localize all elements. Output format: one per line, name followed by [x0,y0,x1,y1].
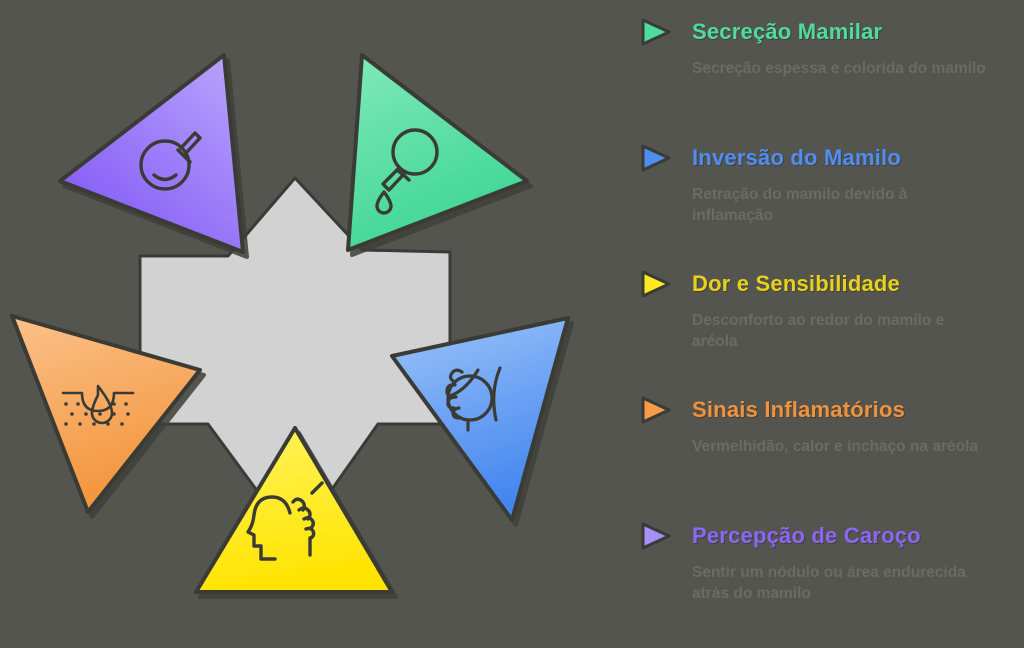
petal-sinais-inflamatorios[interactable] [10,314,202,514]
legend-title: Sinais Inflamatórios [692,397,906,422]
petal-secrecao-mamilar[interactable] [346,53,529,252]
breast-self-exam-hand-icon [445,366,502,432]
legend-title: Dor e Sensibilidade [692,271,900,296]
legend-head: Secreção Mamilar [640,12,1018,52]
play-triangle-icon [640,17,672,47]
play-triangle-icon [640,395,672,425]
petal-inversao-do-mamilo[interactable] [390,316,570,522]
legend-head: Dor e Sensibilidade [640,264,1018,304]
lump-nodule-icon [139,131,202,191]
petal-triangle-yellow[interactable] [194,426,394,594]
legend-item-dor-e-sensibilidade[interactable]: Dor e Sensibilidade Desconforto ao redor… [640,264,1018,390]
legend-head: Sinais Inflamatórios [640,390,1018,430]
legend-head: Percepção de Caroço [640,516,1018,556]
legend-item-percepcao-de-caroco[interactable]: Percepção de Caroço Sentir um nódulo ou … [640,516,1018,642]
legend-description: Desconforto ao redor do mamilo e aréola [692,312,945,350]
petal-dor-e-sensibilidade[interactable] [194,426,394,594]
petal-triangle-purple[interactable] [58,53,245,254]
legend-head: Inversão do Mamilo [640,138,1018,178]
legend-item-sinais-inflamatorios[interactable]: Sinais Inflamatórios Vermelhidão, calor … [640,390,1018,516]
head-profile-pointing-hand-icon [246,481,324,561]
legend-item-secrecao-mamilar[interactable]: Secreção Mamilar Secreção espessa e colo… [640,12,1018,138]
flame-drop-on-skin-icon [61,384,135,426]
legend-title: Inversão do Mamilo [692,145,901,170]
legend-title: Percepção de Caroço [692,523,921,548]
play-triangle-icon [640,143,672,173]
petal-percepcao-de-caroco[interactable] [58,53,245,254]
legend-title: Secreção Mamilar [692,19,883,44]
legend-item-inversao-do-mamilo[interactable]: Inversão do Mamilo Retração do mamilo de… [640,138,1018,264]
diagram-canvas [10,53,570,594]
play-triangle-icon [640,521,672,551]
legend-description: Sentir um nódulo ou área endurecida atrá… [692,564,966,602]
legend-list: Secreção Mamilar Secreção espessa e colo… [640,12,1018,642]
petal-triangle-orange[interactable] [10,314,202,514]
play-triangle-icon [640,269,672,299]
legend-description: Retração do mamilo devido à inflamação [692,186,908,224]
dropper-bulb-with-drop-icon [375,128,439,215]
legend-description: Vermelhidão, calor e inchaço na aréola [692,438,979,455]
legend-description: Secreção espessa e colorida do mamilo [692,60,986,77]
radial-diagram [10,53,570,594]
